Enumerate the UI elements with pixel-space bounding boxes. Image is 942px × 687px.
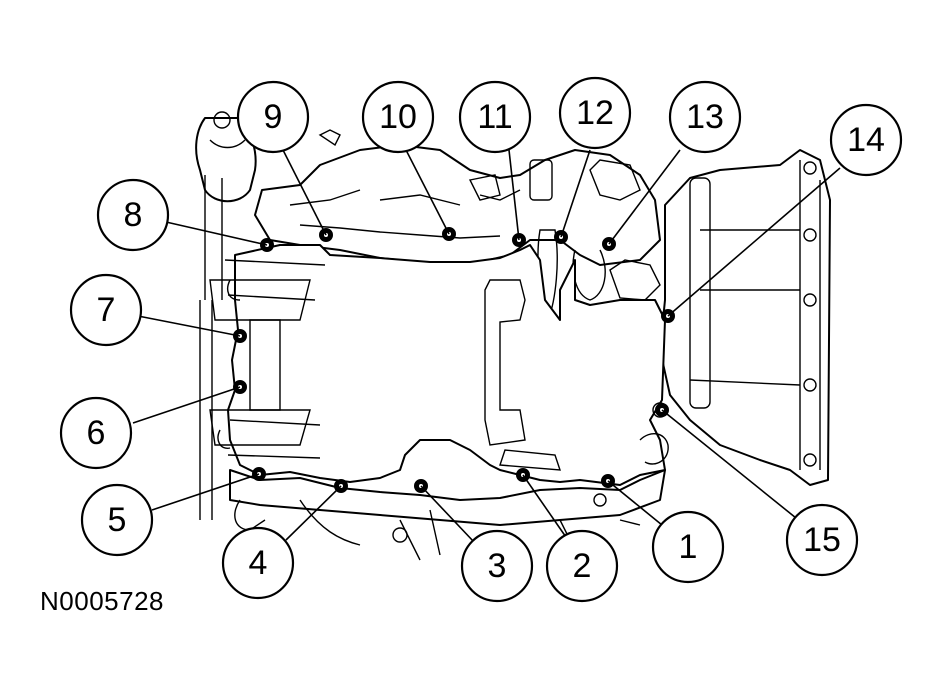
callout-15: 15: [785, 503, 859, 577]
callout-14-label: 14: [847, 121, 885, 159]
leader-14: [667, 167, 841, 317]
leader-9: [282, 149, 327, 236]
callout-15-label: 15: [803, 521, 841, 559]
callout-7: 7: [69, 273, 143, 347]
callout-6: 6: [59, 396, 133, 470]
leader-12: [560, 149, 591, 238]
leader-6: [132, 386, 241, 424]
callout-14: 14: [829, 103, 903, 177]
callout-1: 1: [651, 510, 725, 584]
leader-7: [137, 315, 241, 337]
callout-8: 8: [96, 178, 170, 252]
callout-2-label: 2: [573, 547, 592, 585]
leader-13: [608, 149, 681, 245]
callout-5-label: 5: [108, 501, 127, 539]
leader-1: [607, 480, 663, 526]
callout-2: 2: [545, 529, 619, 603]
callout-1-label: 1: [679, 528, 698, 566]
callouts: 1 2 3 4 5 6 7 8 9 10 11 12 13 14 15: [59, 76, 903, 603]
callout-9-label: 9: [264, 98, 283, 136]
figure-reference-code: N0005728: [40, 586, 164, 616]
leader-5: [151, 473, 260, 511]
callout-11-label: 11: [477, 98, 512, 136]
callout-7-label: 7: [97, 291, 116, 329]
callout-8-label: 8: [124, 196, 143, 234]
callout-13: 13: [668, 80, 742, 154]
callout-3-label: 3: [488, 547, 507, 585]
leader-15: [661, 409, 797, 519]
callout-13-label: 13: [686, 98, 724, 136]
callout-10: 10: [361, 80, 435, 154]
callout-10-label: 10: [379, 98, 417, 136]
leader-4: [285, 485, 342, 541]
leader-10: [405, 149, 450, 235]
callout-12-label: 12: [576, 94, 614, 132]
callout-4-label: 4: [249, 544, 268, 582]
callout-11: 11: [458, 80, 532, 154]
leader-2: [522, 474, 569, 541]
callout-3: 3: [460, 529, 534, 603]
callout-9: 9: [236, 80, 310, 154]
callout-4: 4: [221, 526, 295, 600]
leader-11: [508, 149, 520, 241]
engine-line-art: [195, 111, 831, 561]
callout-6-label: 6: [87, 414, 106, 452]
leader-lines: [132, 149, 841, 543]
callout-5: 5: [80, 483, 154, 557]
callout-12: 12: [558, 76, 632, 150]
leader-3: [420, 485, 475, 543]
leader-8: [165, 221, 268, 246]
